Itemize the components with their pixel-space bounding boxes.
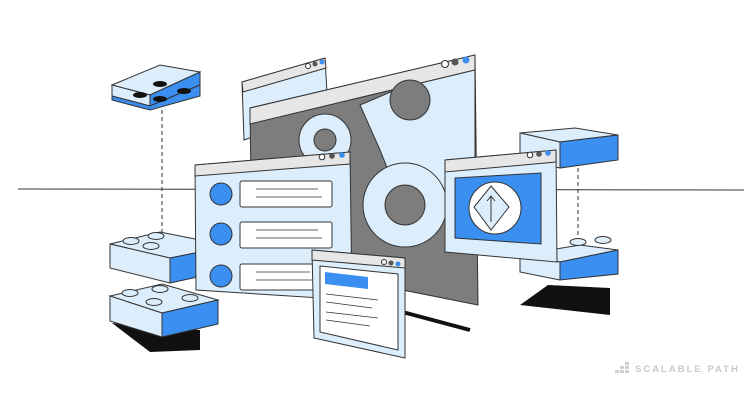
list-item	[239, 263, 321, 291]
list-item	[239, 221, 333, 249]
block-shadow-right	[520, 285, 610, 315]
stacked-blocks-icon	[615, 362, 629, 373]
watermark: SCALABLE PATH	[614, 362, 740, 376]
window-shadow	[394, 308, 471, 332]
security-window	[444, 149, 558, 263]
diamond-arrow-icon	[473, 185, 510, 231]
document-window	[311, 249, 406, 359]
floating-block-top-left	[110, 64, 202, 240]
gear-icon	[298, 113, 352, 167]
gear-icon	[362, 162, 448, 248]
stacked-blocks-left	[108, 231, 231, 338]
watermark-text: SCALABLE PATH	[635, 363, 740, 375]
list-item	[239, 180, 333, 208]
